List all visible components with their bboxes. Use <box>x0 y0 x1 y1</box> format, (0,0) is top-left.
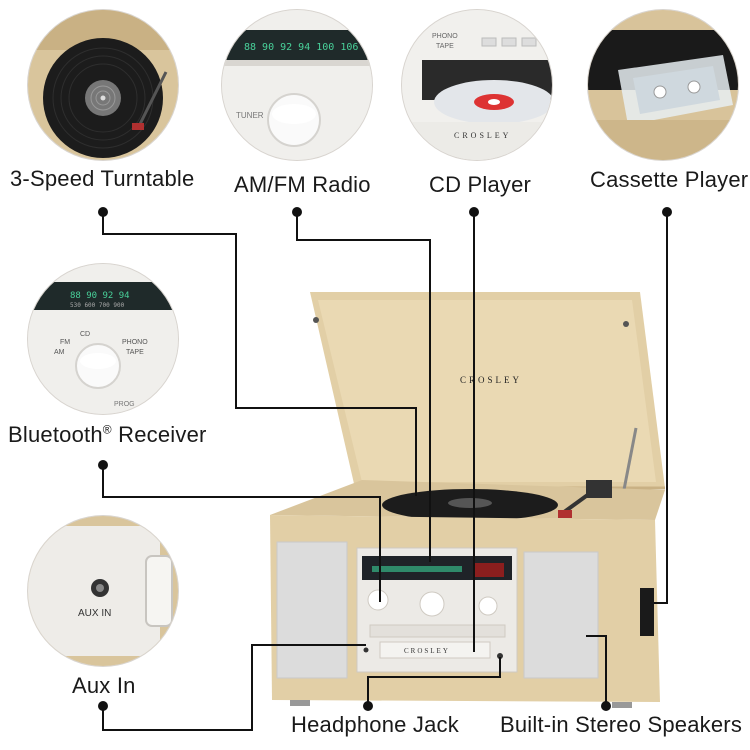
bt-tape-text: TAPE <box>126 349 144 356</box>
bt-fm-text: FM <box>60 339 70 346</box>
bluetooth-callout-line <box>102 465 381 602</box>
radio-illustration: 88 90 92 94 100 106 TUNER <box>222 10 372 160</box>
radio-label: AM/FM Radio <box>234 172 371 197</box>
cd-thumbnail: PHONO TAPE CROSLEY <box>402 10 552 160</box>
cd-brand-text: CROSLEY <box>454 131 511 140</box>
bt-scale-lower-text: 530 600 700 900 <box>70 302 125 309</box>
turntable-label: 3-Speed Turntable <box>10 166 195 191</box>
bluetooth-label-suffix: Receiver <box>111 422 207 447</box>
turntable-callout-line <box>102 212 417 496</box>
bluetooth-label: Bluetooth® Receiver <box>8 422 207 448</box>
turntable-thumbnail <box>28 10 178 160</box>
aux-in-text: AUX IN <box>78 608 111 619</box>
aux-illustration: AUX IN <box>28 516 178 666</box>
bt-am-text: AM <box>54 349 65 356</box>
aux-callout-line <box>102 644 366 731</box>
headphone-label: Headphone Jack <box>291 712 459 737</box>
aux-label: Aux In <box>72 673 136 698</box>
cassette-label: Cassette Player <box>590 167 749 192</box>
bluetooth-label-text: Bluetooth <box>8 422 103 447</box>
right-speaker <box>523 551 599 679</box>
cassette-callout-line <box>654 212 668 604</box>
headphone-jack <box>497 653 503 659</box>
cd-label: CD Player <box>429 172 532 197</box>
headphone-callout-line <box>367 657 501 706</box>
speakers-callout-line <box>586 635 607 706</box>
lid-brand-text: CROSLEY <box>460 375 522 385</box>
panel-brand-text: CROSLEY <box>404 647 450 655</box>
cassette-illustration <box>588 10 738 160</box>
cd-tape-text: TAPE <box>436 43 454 50</box>
aux-jack <box>363 647 369 653</box>
turntable-illustration <box>28 10 178 160</box>
speakers-label: Built-in Stereo Speakers <box>500 712 743 737</box>
bt-cd-text: CD <box>80 331 90 338</box>
radio-thumbnail: 88 90 92 94 100 106 TUNER <box>222 10 372 160</box>
radio-scale-text: 88 90 92 94 100 106 <box>244 42 358 53</box>
radio-callout-line <box>296 212 431 562</box>
left-speaker <box>276 541 348 679</box>
aux-thumbnail: AUX IN <box>28 516 178 666</box>
cd-phono-text: PHONO <box>432 33 458 40</box>
registered-mark: ® <box>102 422 112 437</box>
bluetooth-illustration: 88 90 92 94 530 600 700 900 CD FM AM PHO… <box>28 264 178 414</box>
cassette-thumbnail <box>588 10 738 160</box>
tuner-text: TUNER <box>236 111 264 120</box>
bt-phono-text: PHONO <box>122 339 148 346</box>
bt-prog-text: PROG <box>114 401 135 408</box>
cd-illustration: PHONO TAPE CROSLEY <box>402 10 552 160</box>
bt-scale-text: 88 90 92 94 <box>70 291 130 301</box>
bluetooth-thumbnail: 88 90 92 94 530 600 700 900 CD FM AM PHO… <box>28 264 178 414</box>
